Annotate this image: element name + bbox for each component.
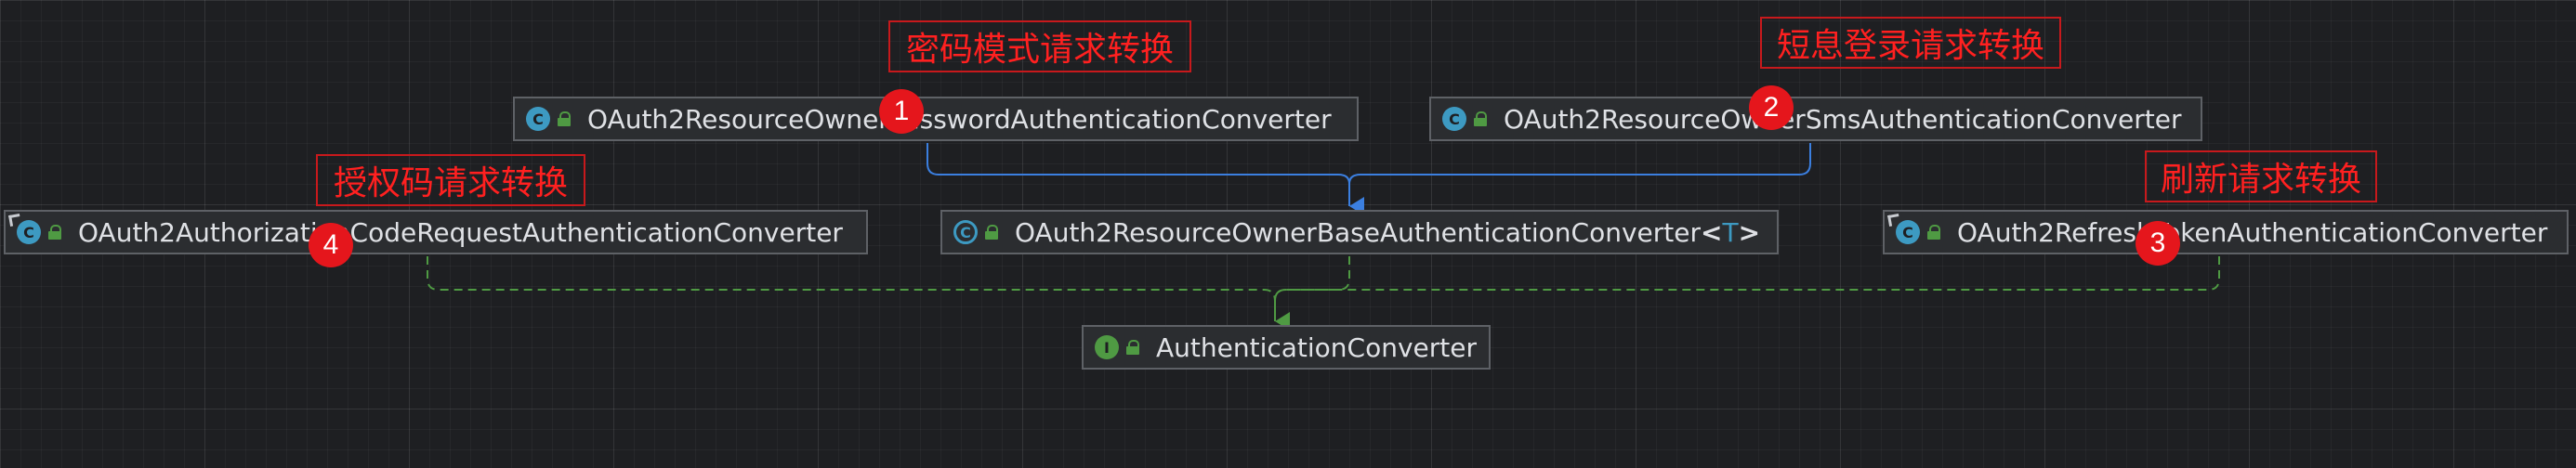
generic-open: < <box>1701 216 1723 248</box>
node-label: AuthenticationConverter <box>1156 332 1477 363</box>
node-label: OAuth2ResourceOwnerPasswordAuthenticatio… <box>587 103 1332 135</box>
generic-param: T <box>1722 216 1739 248</box>
class-icon: C <box>1442 107 1466 131</box>
callout-sms: 短息登录请求转换 <box>1760 17 2061 69</box>
generic-close: > <box>1738 216 1761 248</box>
node-refresh-token-converter[interactable]: C OAuth2RefreshTokenAuthenticationConver… <box>1883 210 2569 254</box>
lock-icon <box>1474 111 1487 126</box>
lock-icon <box>985 225 998 240</box>
node-auth-code-converter[interactable]: C OAuth2AuthorizationCodeRequestAuthenti… <box>4 210 868 254</box>
node-label: OAuth2RefreshTokenAuthenticationConverte… <box>1957 216 2548 248</box>
badge-1: 1 <box>879 89 924 134</box>
badge-2: 2 <box>1749 85 1794 130</box>
edge-base-to-authconverter <box>1274 256 1350 321</box>
lock-icon <box>48 225 61 240</box>
lock-icon <box>1927 225 1940 240</box>
class-icon: C <box>526 107 550 131</box>
edge-authcode-to-authconverter <box>427 256 1290 331</box>
callout-refresh: 刷新请求转换 <box>2145 150 2377 202</box>
edge-password-to-base <box>927 143 1364 215</box>
edge-sms-to-base <box>1348 143 1811 206</box>
lock-icon <box>1126 340 1139 355</box>
badge-4: 4 <box>309 223 353 267</box>
interface-icon: I <box>1095 335 1119 359</box>
node-base-converter[interactable]: C OAuth2ResourceOwnerBaseAuthenticationC… <box>940 210 1779 254</box>
pin-icon <box>9 214 19 224</box>
callout-auth-code: 授权码请求转换 <box>316 154 585 206</box>
lock-icon <box>558 111 571 126</box>
node-label: OAuth2AuthorizationCodeRequestAuthentica… <box>78 216 843 248</box>
node-authentication-converter[interactable]: I AuthenticationConverter <box>1082 325 1491 370</box>
edge-refresh-to-authconverter <box>1274 256 2220 321</box>
node-label: OAuth2ResourceOwnerSmsAuthenticationConv… <box>1504 103 2182 135</box>
node-password-converter[interactable]: C OAuth2ResourceOwnerPasswordAuthenticat… <box>513 97 1359 141</box>
pin-icon <box>1888 214 1898 224</box>
abstract-class-icon: C <box>953 220 978 244</box>
node-label: OAuth2ResourceOwnerBaseAuthenticationCon… <box>1015 216 1701 248</box>
badge-3: 3 <box>2136 221 2180 266</box>
callout-password: 密码模式请求转换 <box>888 20 1191 72</box>
node-sms-converter[interactable]: C OAuth2ResourceOwnerSmsAuthenticationCo… <box>1429 97 2202 141</box>
